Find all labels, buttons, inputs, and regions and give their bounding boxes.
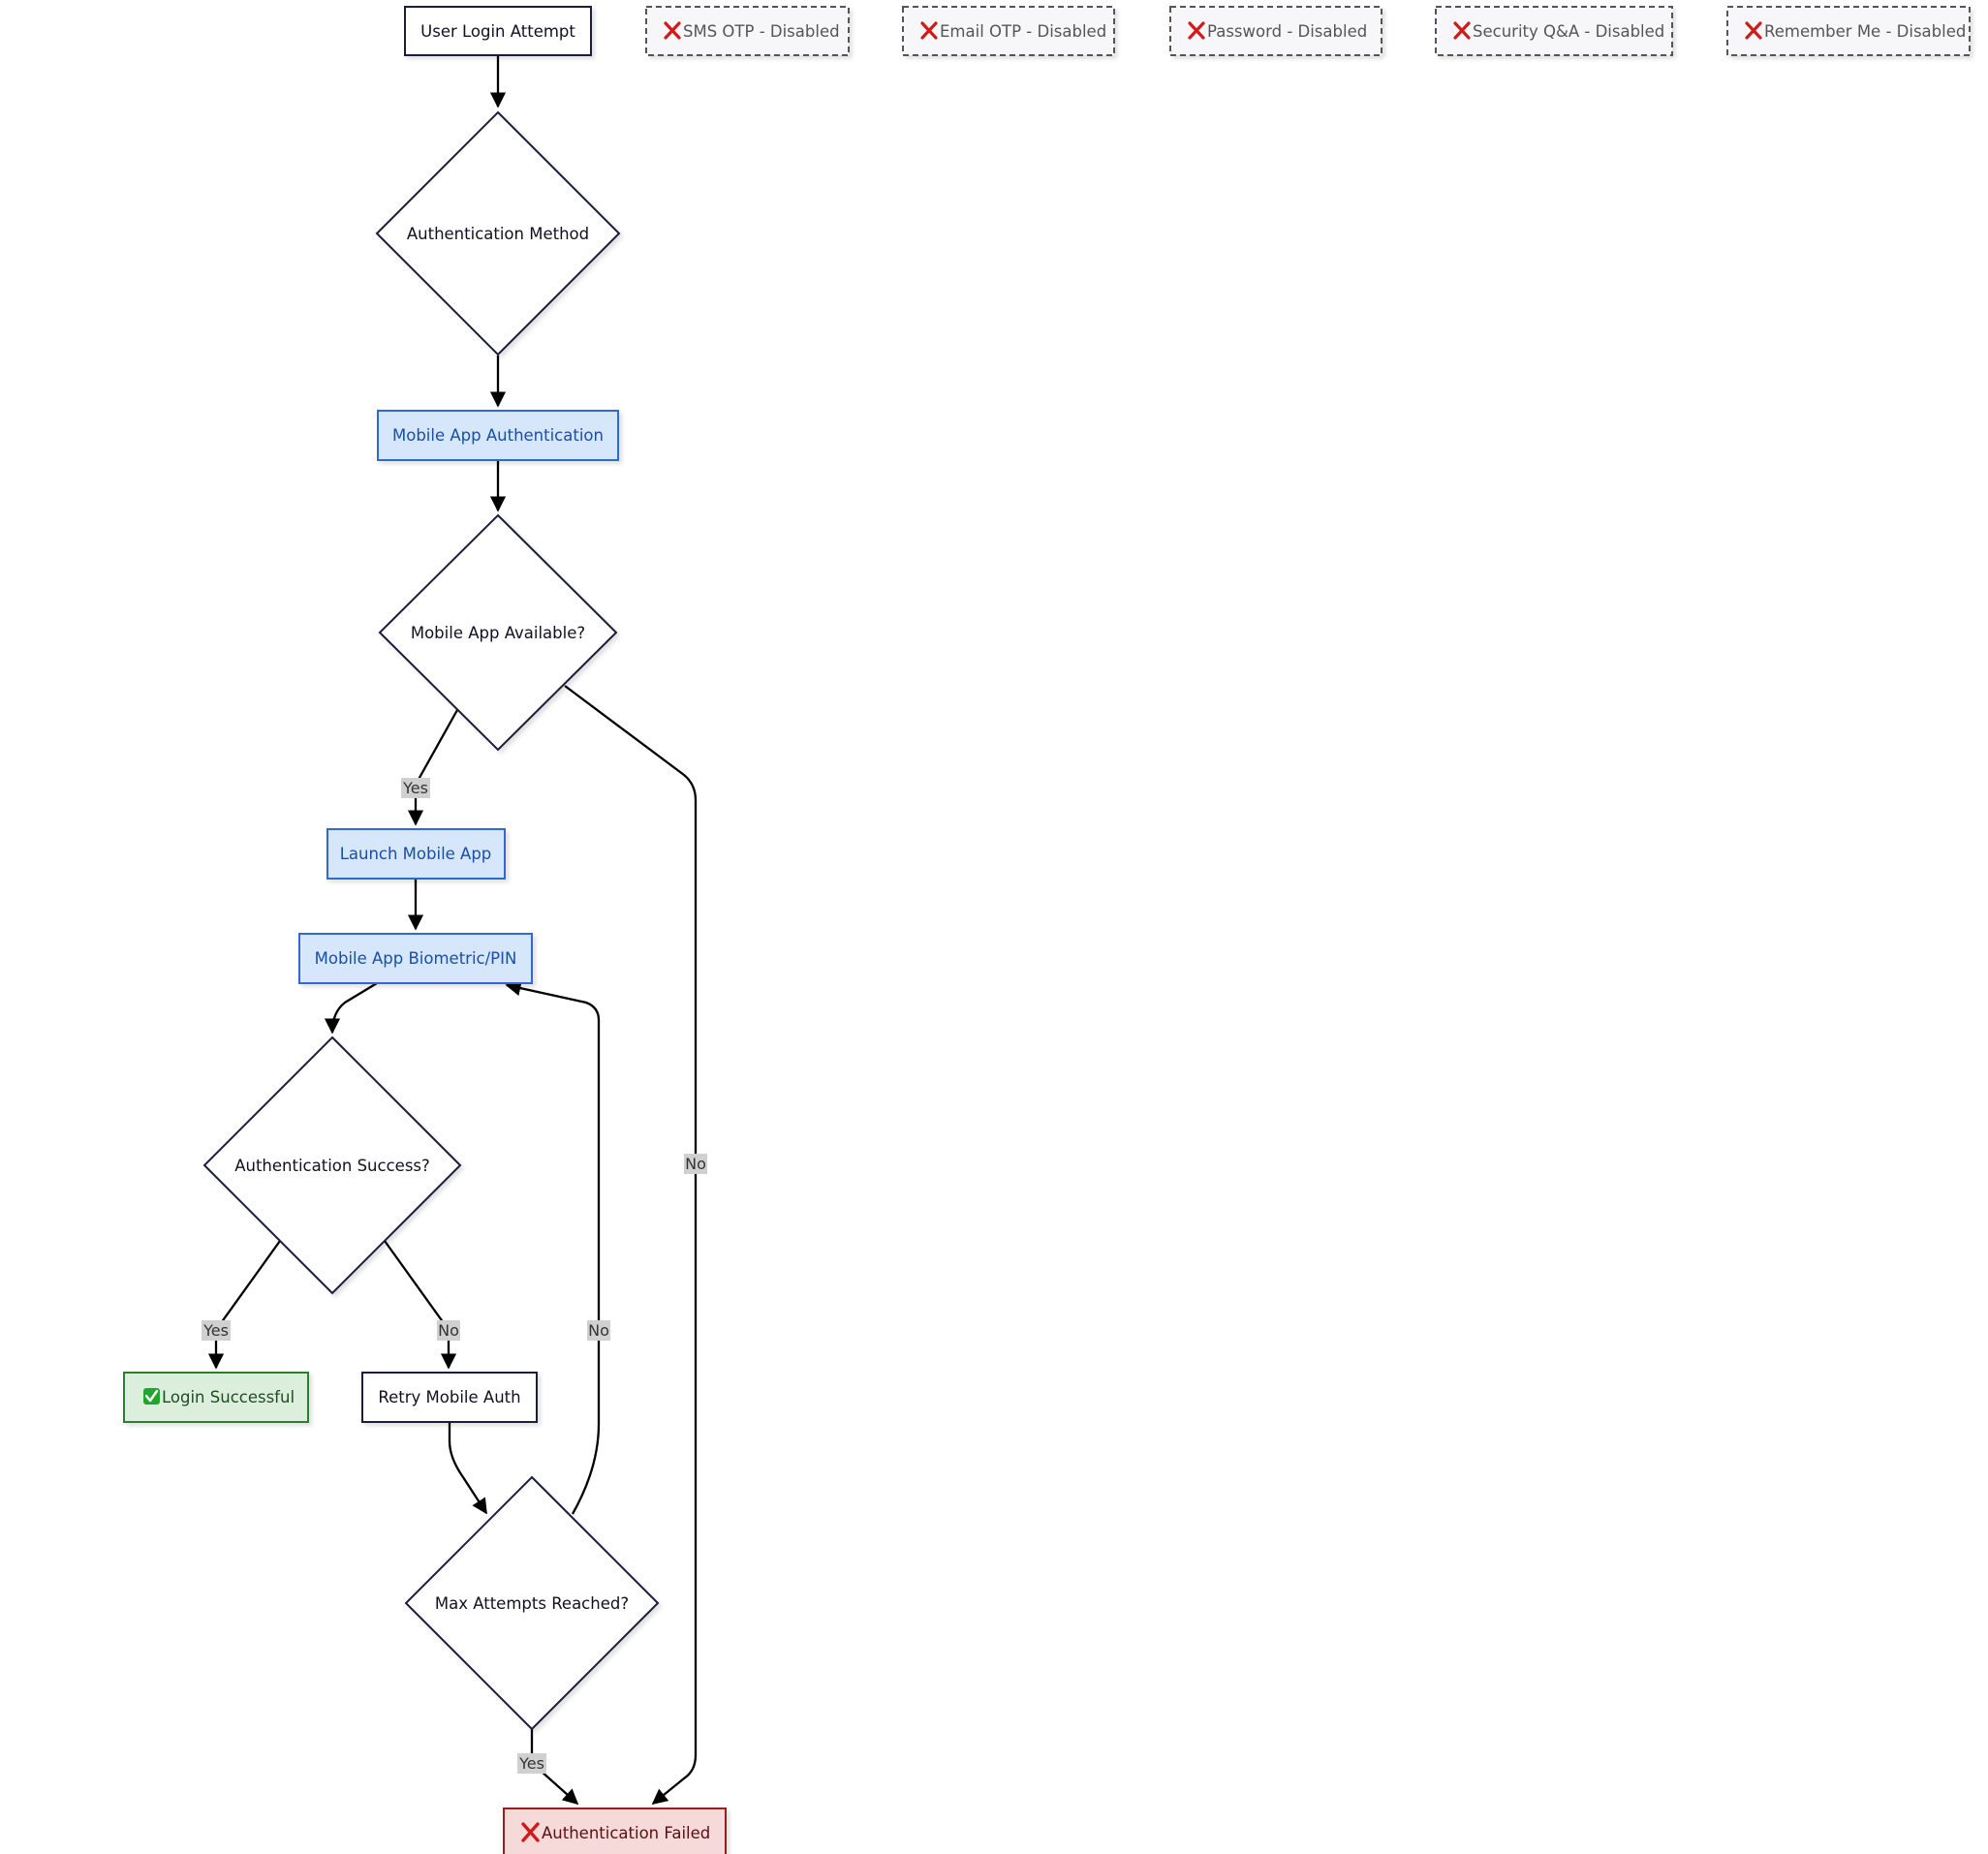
node-label-authentication-failed: Authentication Failed (542, 1824, 710, 1842)
node-label-mobile-app-authentication: Mobile App Authentication (392, 426, 604, 445)
disabled-method-remember-me[interactable] (1726, 6, 1971, 56)
node-label-retry-mobile-auth: Retry Mobile Auth (378, 1388, 520, 1406)
svg-text:Yes: Yes (402, 779, 428, 797)
node-mobile-app-authentication[interactable] (377, 410, 619, 461)
node-authentication-failed[interactable] (503, 1808, 727, 1854)
disabled-method-password[interactable] (1169, 6, 1382, 56)
edge-label-max-no: No (587, 1320, 610, 1341)
edge-label-max-yes: Yes (517, 1753, 546, 1774)
edge-max-no-to-biometric (505, 980, 601, 1515)
check-mark-icon (143, 1388, 160, 1405)
node-max-attempts-reached[interactable] (404, 1475, 660, 1731)
node-label-login-successful: Login Successful (162, 1388, 295, 1406)
node-mobile-app-biometric-pin[interactable] (298, 933, 533, 984)
node-retry-mobile-auth[interactable] (361, 1372, 538, 1423)
cross-mark-icon (1188, 21, 1205, 40)
node-authentication-method[interactable] (375, 110, 621, 356)
node-label-authentication-success: Authentication Success? (234, 1157, 430, 1175)
node-label-user-login-attempt: User Login Attempt (420, 22, 575, 41)
edge-label-success-no: No (437, 1320, 460, 1341)
edge-success-no-to-retry (384, 1240, 457, 1370)
edge-label-success-yes: Yes (202, 1320, 231, 1341)
disabled-method-email-otp[interactable] (902, 6, 1115, 56)
edge-label-available-yes: Yes (401, 778, 430, 798)
edge-available-no-to-failed (564, 685, 698, 1806)
disabled-method-security-qa[interactable] (1435, 6, 1673, 56)
cross-mark-icon (1453, 21, 1471, 40)
disabled-method-label: SMS OTP - Disabled (683, 22, 840, 41)
disabled-method-sms-otp[interactable] (645, 6, 850, 56)
node-user-login-attempt[interactable] (404, 6, 592, 56)
node-label-max-attempts-reached: Max Attempts Reached? (435, 1594, 629, 1613)
disabled-method-label: Remember Me - Disabled (1764, 22, 1966, 41)
edge-retry-to-max (448, 1422, 487, 1515)
disabled-method-label: Email OTP - Disabled (940, 22, 1106, 41)
edge-label-available-no: No (684, 1154, 707, 1174)
svg-text:No: No (438, 1321, 459, 1340)
edge-available-yes-to-launch (407, 709, 459, 826)
edge-biometric-to-success (324, 982, 378, 1035)
edge-labels: Yes No Yes No No Yes (202, 778, 707, 1774)
edge-success-yes-to-login (207, 1240, 281, 1370)
cross-mark-icon (920, 21, 938, 40)
svg-text:No: No (685, 1155, 706, 1173)
cross-mark-icon (664, 21, 681, 40)
disabled-method-label: Security Q&A - Disabled (1473, 22, 1664, 41)
svg-text:Yes: Yes (518, 1754, 544, 1773)
node-mobile-app-available[interactable] (378, 513, 618, 752)
node-label-mobile-app-biometric-pin: Mobile App Biometric/PIN (315, 949, 517, 968)
disabled-method-label: Password - Disabled (1207, 22, 1367, 41)
node-authentication-success[interactable] (202, 1035, 462, 1295)
cross-mark-icon (1745, 21, 1762, 40)
edges (207, 55, 698, 1806)
cross-mark-icon (521, 1822, 540, 1842)
node-label-launch-mobile-app: Launch Mobile App (340, 845, 492, 863)
node-launch-mobile-app[interactable] (326, 828, 506, 880)
node-label-authentication-method: Authentication Method (407, 225, 589, 243)
svg-text:Yes: Yes (202, 1321, 229, 1340)
svg-text:No: No (588, 1321, 609, 1340)
node-label-mobile-app-available: Mobile App Available? (411, 624, 585, 642)
